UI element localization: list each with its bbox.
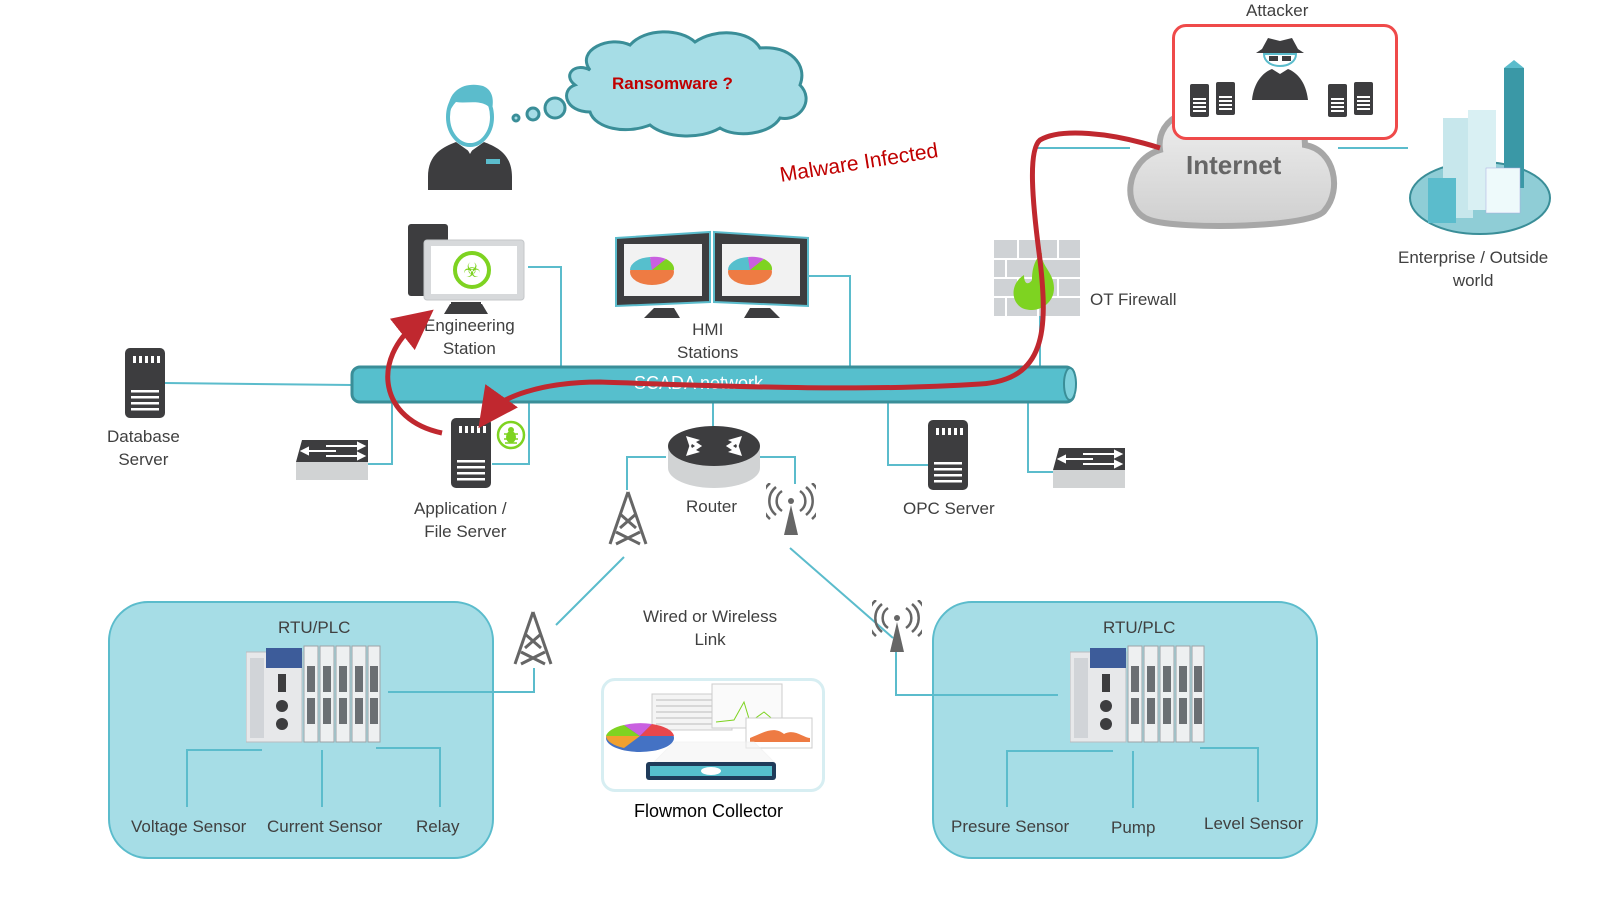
relay-label: Relay (416, 817, 460, 836)
link-opc (887, 403, 928, 466)
malware-bug-icon (496, 420, 526, 450)
link-router-antenna (760, 456, 796, 484)
database-server-icon (125, 348, 165, 418)
flowmon-collector-label: Flowmon Collector (634, 801, 784, 821)
sensor-label: Presure Sensor (951, 817, 1070, 836)
internet-label: Internet (1186, 150, 1282, 180)
link-app-server (492, 403, 530, 465)
engineering-station-icon: ☣ (408, 224, 525, 314)
flowmon-collector-icon (606, 683, 813, 780)
link-antenna-plc (895, 652, 1058, 696)
firewall-label: OT Firewall (1090, 290, 1177, 309)
pump-label: Pump (1111, 818, 1156, 837)
sensor-label: Voltage Sensor (131, 817, 247, 836)
rtu-plc-left-icon (246, 645, 381, 743)
link-db-server (164, 382, 353, 386)
sensor-label: Level Sensor (1204, 814, 1304, 833)
link-tower-plc (388, 668, 535, 693)
router-icon (668, 426, 760, 488)
sensor-label: Current Sensor (267, 817, 383, 836)
rtu-plc-left-title: RTU/PLC (278, 618, 351, 637)
rtu-plc-right-icon (1070, 645, 1205, 743)
link-right-switch (1027, 403, 1058, 473)
attacker-label: Attacker (1246, 1, 1309, 20)
attacker-servers-right (1328, 82, 1373, 117)
link-tower-diagonal (555, 556, 625, 626)
firewall-icon (994, 240, 1080, 316)
opc-server-label: OPC Server (903, 499, 995, 518)
hmi-stations-icon (615, 230, 809, 318)
radio-tower-icon-upper (608, 491, 648, 546)
wireless-antenna-icon-upper (766, 483, 816, 535)
svg-text:☣: ☣ (463, 258, 481, 282)
wireless-antenna-icon-lower (872, 600, 922, 652)
link-label: Wired or Wireless Link (643, 607, 778, 649)
opc-server-icon (928, 420, 968, 490)
enterprise-buildings-icon (1409, 60, 1551, 235)
network-switch-right-icon (1053, 448, 1125, 488)
radio-tower-icon-lower (513, 611, 553, 666)
database-server-label: Database Server (107, 427, 180, 469)
app-server-icon (451, 418, 491, 488)
operator-person-icon (428, 84, 512, 190)
rtu-plc-right-title: RTU/PLC (1103, 618, 1176, 637)
link-router-tower (626, 456, 666, 490)
ransomware-question: Ransomware ? (612, 74, 733, 93)
hmi-stations-label: HMI Stations (677, 320, 739, 362)
app-server-label: Application / File Server (414, 499, 507, 541)
router-label: Router (686, 497, 738, 516)
engineering-station-label: Engineering Station (424, 316, 515, 358)
spy-hacker-icon (1252, 38, 1308, 100)
network-switch-left-icon (296, 440, 368, 480)
enterprise-label: Enterprise / Outside world (1398, 248, 1549, 290)
attacker-servers-left (1190, 82, 1235, 117)
